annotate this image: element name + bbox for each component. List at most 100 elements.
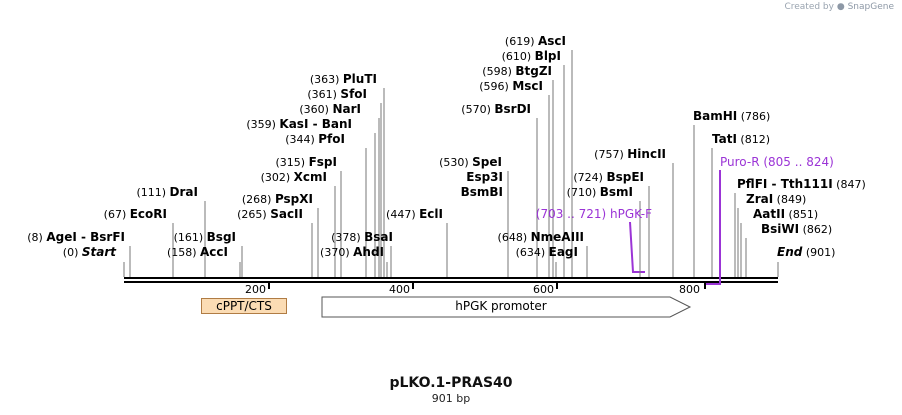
snapgene-watermark: Created by ● SnapGene: [784, 2, 894, 12]
site-label: BamHI (786): [693, 109, 770, 123]
site-name: ZraI: [746, 192, 773, 206]
site-name: NmeAIII: [531, 230, 584, 244]
site-name: AatII: [753, 207, 785, 221]
site-name: EagI: [549, 245, 578, 259]
ruler-label-200: 200: [245, 283, 266, 296]
primer-hpgk-f-mark: [629, 221, 645, 273]
site-name: BsmI: [600, 185, 633, 199]
site-position: (849): [773, 193, 806, 206]
site-position: (851): [785, 208, 818, 221]
site-labels: (0) Start (8) AgeI - BsrFI (67) EcoRI (111)…: [27, 34, 866, 259]
site-name: BsrDI: [494, 102, 531, 116]
site-label: Esp3I: [466, 170, 503, 184]
site-position: (847): [833, 178, 866, 191]
site-name: BtgZI: [515, 64, 552, 78]
site-label: (570) BsrDI: [461, 102, 531, 116]
site-name: PfoI: [318, 132, 345, 146]
site-position: (268): [242, 193, 275, 206]
ruler-label-400: 400: [389, 283, 410, 296]
site-label: End (901): [777, 245, 835, 259]
primer-puro-r-mark: [706, 170, 721, 285]
site-label: (268) PspXI: [242, 192, 313, 206]
site-name: EcoRI: [130, 207, 167, 221]
site-position: (67): [104, 208, 130, 221]
site-position: (447): [386, 208, 419, 221]
site-name: SacII: [270, 207, 303, 221]
site-label: (344) PfoI: [285, 132, 345, 146]
site-name: BsmBI: [461, 185, 503, 199]
site-label: (363) PluTI: [310, 72, 377, 86]
site-position: (302): [261, 171, 294, 184]
site-name: End: [777, 245, 803, 259]
site-label: (360) NarI: [299, 102, 361, 116]
site-label: (302) XcmI: [261, 170, 327, 184]
site-name: AccI: [200, 245, 228, 259]
site-position: (360): [299, 103, 332, 116]
site-label: (596) MscI: [479, 79, 543, 93]
site-position: (812): [737, 133, 770, 146]
site-name: AhdI: [353, 245, 384, 259]
site-position: (786): [737, 110, 770, 123]
site-name: AgeI - BsrFI: [46, 230, 125, 244]
site-label: (315) FspI: [276, 155, 337, 169]
watermark-prefix: Created by: [784, 2, 834, 12]
site-position: (158): [167, 246, 200, 259]
site-name: NarI: [332, 102, 361, 116]
hpgk-promoter-arrow: [321, 296, 692, 318]
site-name: EclI: [419, 207, 443, 221]
site-label: (359) KasI - BanI: [246, 117, 352, 131]
site-position: (648): [498, 231, 531, 244]
site-label: (598) BtgZI: [482, 64, 552, 78]
site-name: SpeI: [472, 155, 502, 169]
site-position: (8): [27, 231, 46, 244]
site-position: (363): [310, 73, 343, 86]
site-name: Start: [82, 245, 117, 259]
ruler-label-600: 600: [533, 283, 554, 296]
site-label: (710) BsmI: [567, 185, 633, 199]
site-label: (648) NmeAIII: [498, 230, 584, 244]
site-position: (710): [567, 186, 600, 199]
site-name: MscI: [512, 79, 543, 93]
site-position: (610): [502, 50, 535, 63]
site-name: FspI: [309, 155, 337, 169]
site-label: (378) BsaI: [331, 230, 393, 244]
site-name: BspEI: [606, 170, 644, 184]
site-name: BsgI: [207, 230, 236, 244]
site-name: XcmI: [294, 170, 327, 184]
site-label: (0) Start: [63, 245, 117, 259]
site-position: (598): [482, 65, 515, 78]
site-label: (757) HincII: [594, 147, 666, 161]
site-position: (634): [516, 246, 549, 259]
site-label: TatI (812): [712, 132, 770, 146]
site-position: (596): [479, 80, 512, 93]
site-name: SfoI: [340, 87, 367, 101]
ruler: 200 400 600 800: [245, 283, 706, 296]
site-position: (757): [594, 148, 627, 161]
site-name: AscI: [538, 34, 566, 48]
site-label: (111) DraI: [136, 185, 198, 199]
site-label: (161) BsgI: [174, 230, 236, 244]
site-label: BsmBI: [461, 185, 503, 199]
site-position: (570): [461, 103, 494, 116]
site-label: AatII (851): [753, 207, 818, 221]
site-label: (634) EagI: [516, 245, 578, 259]
site-name: PspXI: [275, 192, 313, 206]
site-name: BsiWI: [761, 222, 799, 236]
plasmid-name: pLKO.1-PRAS40: [389, 375, 513, 391]
primer-hpgk-f: [629, 221, 645, 273]
primer-label: Puro-R (805 .. 824): [720, 155, 834, 169]
site-position: (862): [799, 223, 832, 236]
site-leader-lines: [123, 50, 779, 277]
site-name: PluTI: [343, 72, 377, 86]
site-label: (67) EcoRI: [104, 207, 167, 221]
site-label: (530) SpeI: [439, 155, 502, 169]
site-position: (344): [285, 133, 318, 146]
site-name: BamHI: [693, 109, 737, 123]
site-name: BlpI: [535, 49, 561, 63]
plasmid-size: 901 bp: [431, 392, 471, 405]
site-position: (901): [802, 246, 835, 259]
site-position: (0): [63, 246, 82, 259]
ruler-label-800: 800: [679, 283, 700, 296]
